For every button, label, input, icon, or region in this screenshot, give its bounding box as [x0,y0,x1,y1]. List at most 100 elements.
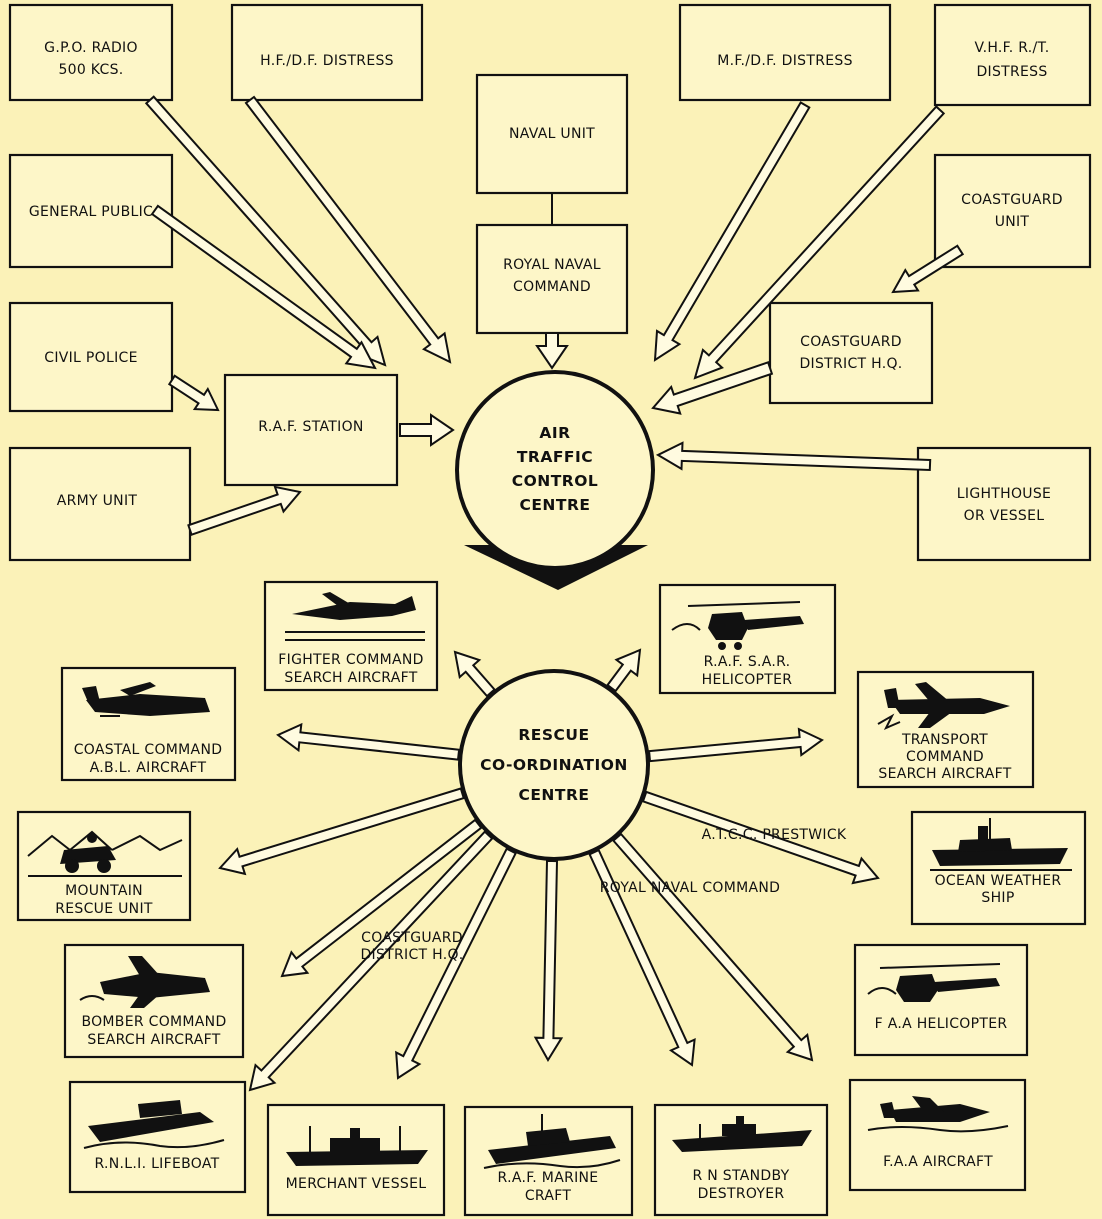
rcc-line3: CENTRE [518,786,589,804]
hf-df-distress-box: H.F./D.F. DISTRESS [230,3,424,102]
naval-unit-box: NAVAL UNIT [475,73,629,195]
raf-marine-line2: CRAFT [525,1188,572,1204]
raf-station-label: R.A.F. STATION [258,419,363,435]
ocean-weather-ship-box: OCEAN WEATHER SHIP [910,810,1087,926]
royal-naval-command-line2: COMMAND [513,279,591,295]
atcc-line3: CONTROL [512,472,599,490]
vhf-rt-line1: V.H.F. R./T. [975,40,1050,56]
coastal-line2: A.B.L. AIRCRAFT [90,760,207,776]
arrow-rcc-to-rn-destroyer [588,848,696,1067]
lighthouse-box: LIGHTHOUSE OR VESSEL [916,446,1092,562]
mountain-rescue-box: MOUNTAIN RESCUE UNIT [16,810,192,922]
transport-line3: SEARCH AIRCRAFT [878,766,1011,782]
atcc-line1: AIR [539,424,570,442]
bomber-command-box: BOMBER COMMAND SEARCH AIRCRAFT [63,943,245,1059]
inbound-arrows [144,95,965,536]
transport-command-box: TRANSPORT COMMAND SEARCH AIRCRAFT [856,670,1035,789]
rn-destroyer-line2: DESTROYER [698,1186,785,1202]
coastguard-district-line2: DISTRICT H.Q. [799,356,902,372]
outbound-arrows [218,648,880,1092]
arrow-police-to-raf-station [167,374,220,412]
weather-ship-icon [930,818,1072,871]
fighter-aircraft-icon [285,592,425,641]
rn-destroyer-box: R N STANDBY DESTROYER [653,1103,829,1217]
arrow-rcc-to-raf-sar [606,648,642,693]
fighter-command-box: FIGHTER COMMAND SEARCH AIRCRAFT [263,580,439,692]
gpo-radio-box: G.P.O. RADIO 500 KCS. [8,3,174,102]
naval-unit-label: NAVAL UNIT [509,126,595,142]
lighthouse-line1: LIGHTHOUSE [957,486,1051,502]
gpo-radio-line2: 500 KCS. [58,62,123,78]
ocean-weather-line1: OCEAN WEATHER [935,873,1062,889]
faa-helicopter-icon [867,963,1001,1002]
arrow-army-to-raf-station [187,485,302,536]
rn-destroyer-line1: R N STANDBY [693,1168,790,1184]
atcc-prestwick-label: A.T.C.C. PRESTWICK [702,827,847,843]
helicopter-icon [671,601,804,650]
arrow-rcc-to-transport [648,727,824,763]
bomber-line1: BOMBER COMMAND [81,1014,226,1030]
arrow-coastguard-unit-to-district [891,244,965,294]
coastguard-district-box: COASTGUARD DISTRICT H.Q. [768,301,934,405]
coastguard-unit-box: COASTGUARD UNIT [933,153,1092,269]
mountain-line1: MOUNTAIN [65,883,143,899]
civil-police-box: CIVIL POLICE [8,301,174,413]
arrow-raf-station-to-atcc [399,413,455,447]
arrow-public-to-raf-station [150,204,377,370]
merchant-label: MERCHANT VESSEL [286,1176,427,1192]
arrow-rcc-to-mountain [218,787,465,876]
raf-sar-line1: R.A.F. S.A.R. [704,654,791,670]
faa-aircraft-icon [867,1096,1009,1133]
destroyer-icon [672,1116,812,1152]
rcc-line2: CO-ORDINATION [480,756,628,774]
royal-naval-command-line1: ROYAL NAVAL [503,257,601,273]
raf-marine-line1: R.A.F. MARINE [498,1170,599,1186]
arrow-rcc-to-rnli [248,830,494,1092]
army-unit-label: ARMY UNIT [57,493,138,509]
arrow-hf-df-to-atcc [244,95,452,364]
mf-df-label: M.F./D.F. DISTRESS [717,53,853,69]
arrow-rcc-to-fighter [453,650,496,698]
vhf-rt-line2: DISTRESS [976,64,1047,80]
mountain-line2: RESCUE UNIT [55,901,153,917]
coastguard-district-line1: COASTGUARD [800,334,902,350]
fighter-line1: FIGHTER COMMAND [278,652,423,668]
rescue-coordination-centre: RESCUE CO-ORDINATION CENTRE [458,669,650,861]
marine-craft-icon [483,1114,621,1169]
flying-boat-icon [82,682,210,717]
gpo-radio-line1: G.P.O. RADIO [44,40,138,56]
coastguard-arrow-label-line1: COASTGUARD [361,930,463,946]
arrow-rcc-to-coastal [276,722,461,761]
raf-marine-craft-box: R.A.F. MARINE CRAFT [463,1105,634,1217]
arrow-mf-df-to-atcc [653,101,811,362]
transport-line1: TRANSPORT [901,732,988,748]
faa-aircraft-box: F.A.A AIRCRAFT [848,1078,1027,1192]
hf-df-label: H.F./D.F. DISTRESS [260,53,394,69]
land-rover-icon [27,830,183,877]
raf-sar-helicopter-box: R.A.F. S.A.R. HELICOPTER [658,583,837,695]
atcc-line2: TRAFFIC [517,448,593,466]
faa-helicopter-box: F A.A HELICOPTER [853,943,1029,1057]
bomber-aircraft-icon [79,956,210,1008]
royal-naval-command-box: ROYAL NAVAL COMMAND [475,223,629,335]
faa-aircraft-label: F.A.A AIRCRAFT [883,1154,993,1170]
arrow-vhf-to-atcc [693,105,946,380]
coastguard-unit-line1: COASTGUARD [961,192,1063,208]
atcc-line4: CENTRE [519,496,590,514]
vhf-rt-distress-box: V.H.F. R./T. DISTRESS [933,3,1092,107]
rnli-lifeboat-box: R.N.L.I. LIFEBOAT [68,1080,247,1194]
coastguard-unit-line2: UNIT [995,214,1030,230]
bomber-line2: SEARCH AIRCRAFT [87,1032,220,1048]
arrow-rcc-to-bomber [280,818,483,978]
arrow-royal-naval-to-atcc [535,332,569,370]
rcc-line1: RESCUE [518,726,589,744]
coastal-command-box: COASTAL COMMAND A.B.L. AIRCRAFT [60,666,237,782]
rnli-label: R.N.L.I. LIFEBOAT [95,1156,220,1172]
coastal-line1: COASTAL COMMAND [74,742,223,758]
arrow-lighthouse-to-atcc [655,441,932,472]
royal-naval-command-arrow-label: ROYAL NAVAL COMMAND [600,880,780,896]
ocean-weather-line2: SHIP [981,890,1014,906]
raf-sar-line2: HELICOPTER [702,672,793,688]
army-unit-box: ARMY UNIT [8,446,192,562]
